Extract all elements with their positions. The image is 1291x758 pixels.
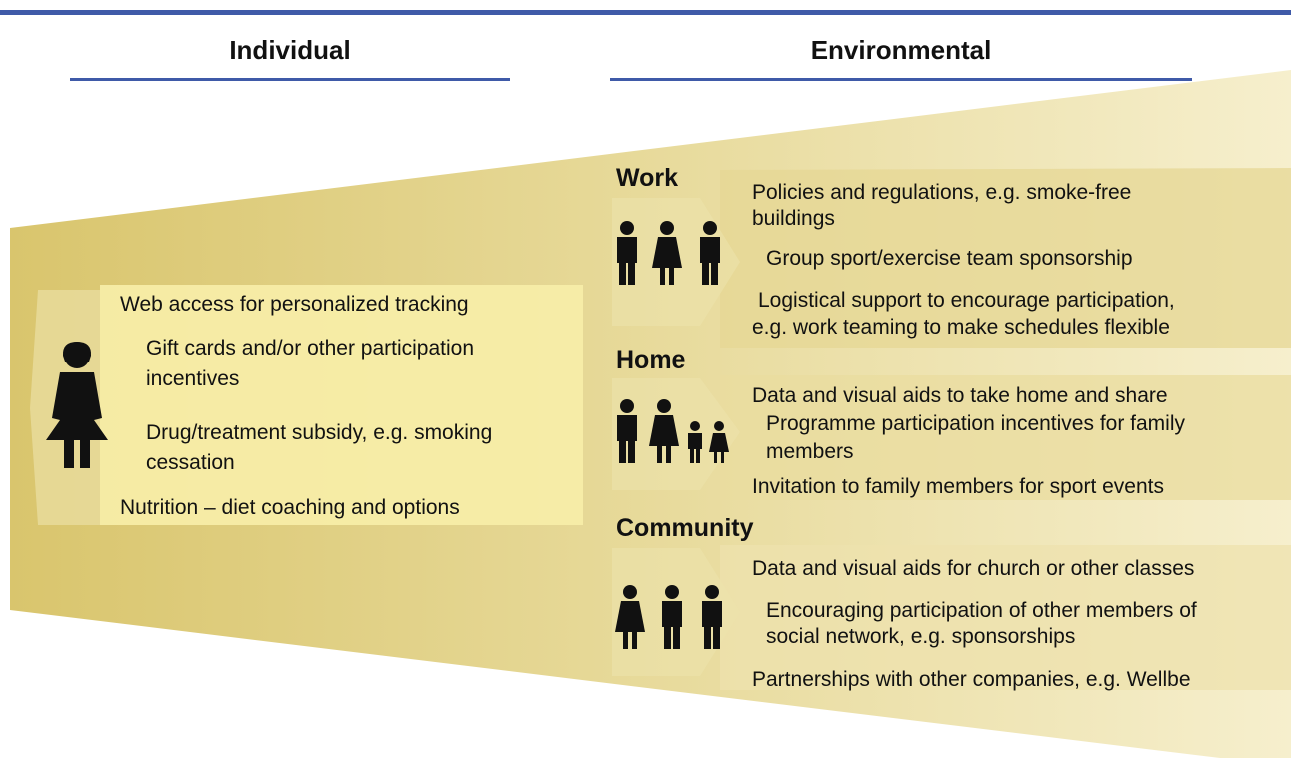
individual-item-4: Nutrition – diet coaching and options: [120, 496, 460, 519]
work-item-1-cont: buildings: [752, 207, 835, 230]
work-band: [720, 168, 1291, 348]
community-item-2-cont: social network, e.g. sponsorships: [766, 625, 1076, 648]
community-band: [720, 545, 1291, 690]
top-divider: [0, 10, 1291, 15]
work-people-icon: [617, 221, 720, 285]
individual-heading: Individual: [229, 35, 351, 65]
home-item-1: Data and visual aids to take home and sh…: [752, 384, 1168, 407]
work-title: Work: [616, 164, 679, 192]
individual-item-3-cont: cessation: [146, 451, 235, 474]
community-item-1: Data and visual aids for church or other…: [752, 557, 1195, 580]
home-item-2-cont: members: [766, 440, 854, 463]
community-item-3: Partnerships with other companies, e.g. …: [752, 668, 1191, 691]
home-title: Home: [616, 346, 686, 374]
woman-figure-icon: [46, 342, 108, 468]
work-item-3: Logistical support to encourage particip…: [758, 289, 1175, 312]
individual-rule: [70, 78, 510, 81]
community-people-icon: [615, 585, 722, 649]
individual-panel: [100, 285, 583, 525]
community-title: Community: [616, 514, 754, 542]
community-item-2: Encouraging participation of other membe…: [766, 599, 1197, 622]
home-item-3: Invitation to family members for sport e…: [752, 475, 1164, 498]
home-item-2: Programme participation incentives for f…: [766, 412, 1185, 435]
work-item-3-cont: e.g. work teaming to make schedules flex…: [752, 316, 1170, 339]
individual-item-2: Gift cards and/or other participation: [146, 337, 475, 360]
individual-item-3: Drug/treatment subsidy, e.g. smoking: [146, 421, 493, 444]
individual-item-2-cont: incentives: [146, 367, 240, 390]
individual-item-1: Web access for personalized tracking: [120, 293, 469, 316]
environmental-rule: [610, 78, 1192, 81]
work-item-2: Group sport/exercise team sponsorship: [766, 247, 1133, 270]
home-band: [720, 375, 1291, 500]
work-item-1: Policies and regulations, e.g. smoke-fre…: [752, 181, 1132, 204]
family-people-icon: [617, 399, 729, 463]
environmental-heading: Environmental: [810, 35, 992, 65]
